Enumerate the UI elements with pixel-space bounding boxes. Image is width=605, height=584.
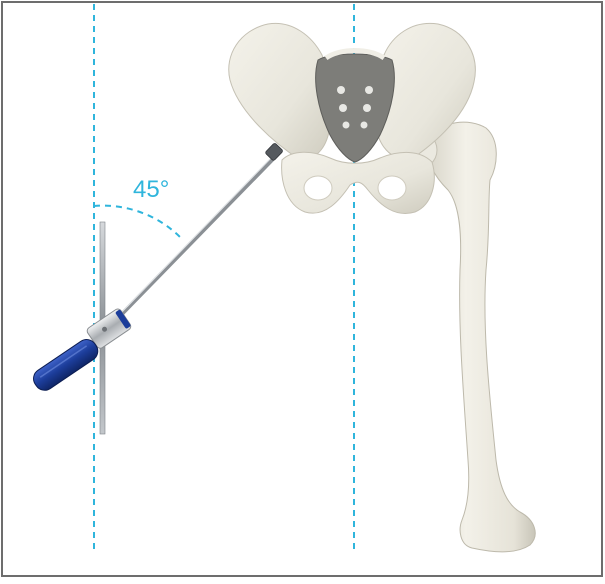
pelvic-ring: [282, 152, 435, 213]
sacral-foramen: [361, 122, 368, 129]
instrument-handle: [30, 336, 102, 395]
sacral-foramen: [339, 104, 347, 112]
sacral-foramen: [337, 86, 345, 94]
sacral-foramen: [363, 104, 371, 112]
angle-arc: [94, 206, 182, 239]
pelvis-illustration: [229, 23, 476, 213]
sacral-foramen: [343, 122, 350, 129]
left-ilium: [229, 23, 331, 160]
sacral-foramen: [365, 86, 373, 94]
femur-bone: [428, 122, 535, 552]
right-obturator-foramen: [378, 176, 406, 200]
angle-label: 45°: [133, 178, 169, 202]
left-obturator-foramen: [304, 176, 332, 200]
